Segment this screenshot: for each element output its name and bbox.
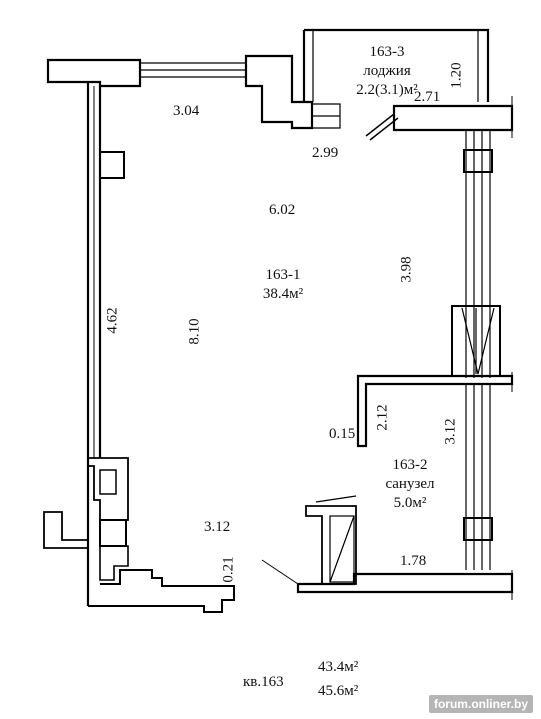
loggia-walls	[304, 28, 490, 102]
dim-loggia-depth: 1.20	[448, 62, 465, 89]
dim-left-wall: 4.62	[104, 307, 121, 334]
room-number: 163-2	[392, 457, 428, 473]
room-number: 163-1	[265, 267, 301, 283]
column-left	[99, 151, 125, 179]
wall-bottom-left	[88, 569, 235, 613]
entry-door	[261, 559, 299, 585]
dim-bath-bottom: 1.78	[400, 553, 427, 569]
wall-top-mid	[244, 54, 314, 130]
room-main-label: 163-1 38.4м²	[238, 266, 328, 304]
room-area: 5.0м²	[393, 494, 427, 511]
apartment-label: кв.163	[243, 674, 284, 690]
room-name: лоджия	[363, 62, 411, 79]
room-loggia-label: 163-3 лоджия 2.2(3.1)м²	[335, 43, 439, 99]
wall-top-left	[46, 58, 142, 88]
dim-bath-wall-b: 3.12	[442, 418, 459, 445]
dim-entry-width: 3.12	[204, 519, 231, 535]
dim-right-window-wall: 3.98	[398, 256, 415, 283]
dim-bath-offset: 0.15	[329, 426, 356, 442]
bath-shaft	[305, 505, 357, 585]
room-area: 2.2(3.1)м²	[356, 81, 418, 98]
wall-right-top	[392, 104, 514, 132]
dim-room-length: 8.10	[186, 318, 203, 345]
room-name: санузел	[385, 475, 435, 492]
apartment-area-total: 45.6м²	[318, 683, 359, 699]
watermark: forum.onliner.by	[428, 695, 533, 713]
room-area: 38.4м²	[262, 285, 304, 302]
utility-block	[88, 457, 129, 521]
apartment-area-living: 43.4м²	[318, 659, 359, 675]
dim-short-wall: 2.99	[312, 145, 339, 161]
dim-bottom-step: 0.21	[220, 556, 237, 583]
dim-loggia-width: 2.71	[414, 89, 441, 105]
room-bathroom-label: 163-2 санузел 5.0м²	[370, 456, 450, 512]
dim-room-width: 6.02	[269, 202, 296, 218]
dim-bath-wall-a: 2.12	[374, 404, 391, 431]
dim-top-wall: 3.04	[173, 103, 200, 119]
room-number: 163-3	[369, 44, 405, 60]
